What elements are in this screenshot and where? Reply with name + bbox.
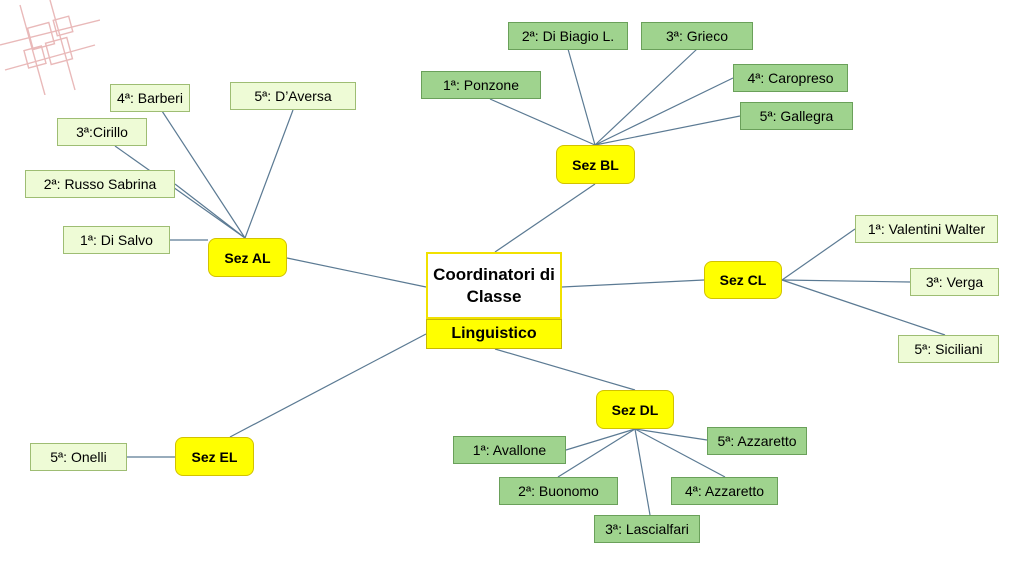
leaf-bl-5: 5ª: Gallegra xyxy=(740,102,853,130)
leaf-dl-3: 3ª: Lascialfari xyxy=(594,515,700,543)
leaf-al-4: 4ª: Barberi xyxy=(110,84,190,112)
leaf-dl-1: 1ª: Avallone xyxy=(453,436,566,464)
leaf-dl-4: 4ª: Azzaretto xyxy=(671,477,778,505)
section-cl: Sez CL xyxy=(704,261,782,299)
connector-bl-1 xyxy=(489,98,596,146)
connector-bl-2 xyxy=(567,48,596,146)
connector-cl-1 xyxy=(781,228,856,281)
leaf-el-5: 5ª: Onelli xyxy=(30,443,127,471)
leaf-bl-4: 4ª: Caropreso xyxy=(733,64,848,92)
connector-dl-5 xyxy=(634,428,708,441)
section-el: Sez EL xyxy=(175,437,254,476)
school-logo-icon xyxy=(0,0,100,95)
center-title: Coordinatori di Classe xyxy=(426,252,562,319)
connector-bl-4 xyxy=(594,77,734,146)
leaf-bl-3: 3ª: Grieco xyxy=(641,22,753,50)
connector-dl-2 xyxy=(557,428,636,478)
connector-al-5 xyxy=(244,109,294,239)
leaf-cl-1: 1ª: Valentini Walter xyxy=(855,215,998,243)
connector-center-el xyxy=(229,333,427,438)
connector-bl-5 xyxy=(594,115,741,146)
connector-al-3 xyxy=(114,145,246,239)
section-dl: Sez DL xyxy=(596,390,674,429)
connector-dl-4 xyxy=(634,428,726,478)
leaf-al-3: 3ª:Cirillo xyxy=(57,118,147,146)
center-subtitle: Linguistico xyxy=(426,319,562,349)
connector-al-2 xyxy=(174,183,246,239)
leaf-bl-2: 2ª: Di Biagio L. xyxy=(508,22,628,50)
leaf-cl-3: 3ª: Verga xyxy=(910,268,999,296)
leaf-al-2: 2ª: Russo Sabrina xyxy=(25,170,175,198)
connector-center-dl xyxy=(494,348,636,391)
connector-cl-5 xyxy=(781,279,946,336)
connector-center-bl xyxy=(494,183,596,253)
connector-dl-3 xyxy=(634,428,651,516)
section-bl: Sez BL xyxy=(556,145,635,184)
connector-center-al xyxy=(286,257,427,288)
leaf-dl-5: 5ª: Azzaretto xyxy=(707,427,807,455)
section-al: Sez AL xyxy=(208,238,287,277)
connector-center-cl xyxy=(561,279,705,288)
leaf-cl-5: 5ª: Siciliani xyxy=(898,335,999,363)
leaf-al-5: 5ª: D’Aversa xyxy=(230,82,356,110)
connector-dl-1 xyxy=(565,428,636,451)
connector-al-4 xyxy=(161,110,246,239)
leaf-al-1: 1ª: Di Salvo xyxy=(63,226,170,254)
leaf-bl-1: 1ª: Ponzone xyxy=(421,71,541,99)
connector-bl-3 xyxy=(594,48,698,146)
leaf-dl-2: 2ª: Buonomo xyxy=(499,477,618,505)
connector-cl-3 xyxy=(781,279,911,283)
